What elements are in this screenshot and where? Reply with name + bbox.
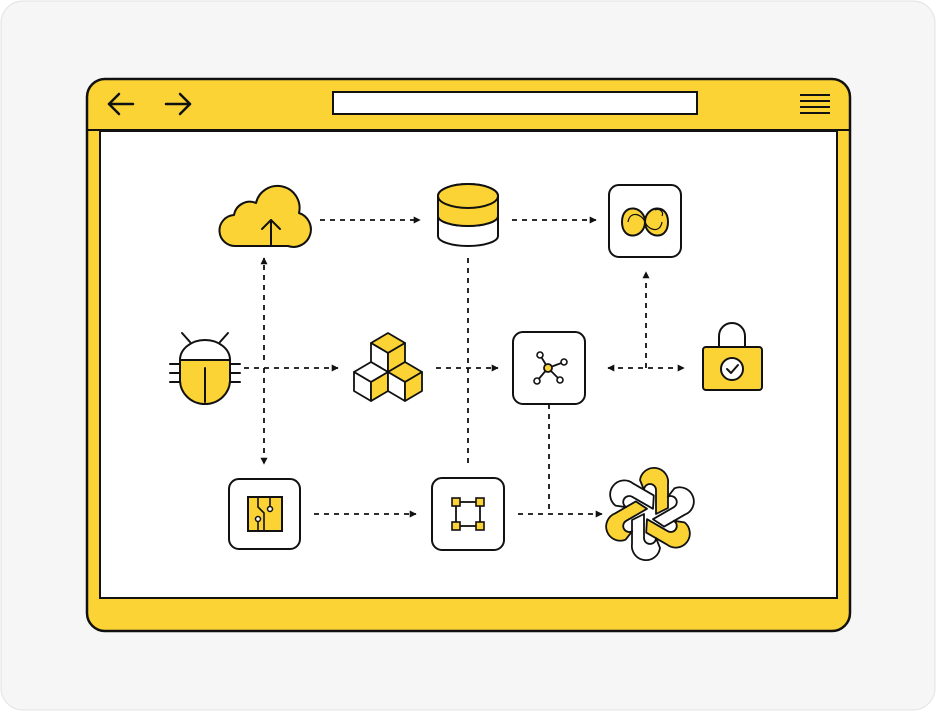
address-bar[interactable]: [332, 91, 698, 115]
openai-logo-icon: [605, 466, 695, 562]
cloud-upload-icon: [218, 184, 312, 248]
infinity-logo-icon: [608, 184, 682, 258]
connections: [244, 216, 685, 518]
hamburger-menu-icon[interactable]: [800, 94, 830, 114]
database-icon: [437, 183, 499, 247]
arrow-left-icon[interactable]: [107, 92, 135, 116]
arrow-right-icon[interactable]: [164, 92, 192, 116]
cubes-icon: [353, 332, 423, 402]
circuit-board-icon: [228, 478, 301, 550]
bounding-box-icon: [431, 477, 505, 551]
lock-check-icon: [702, 322, 763, 391]
network-nodes-icon: [512, 331, 586, 405]
bug-icon: [169, 332, 241, 405]
